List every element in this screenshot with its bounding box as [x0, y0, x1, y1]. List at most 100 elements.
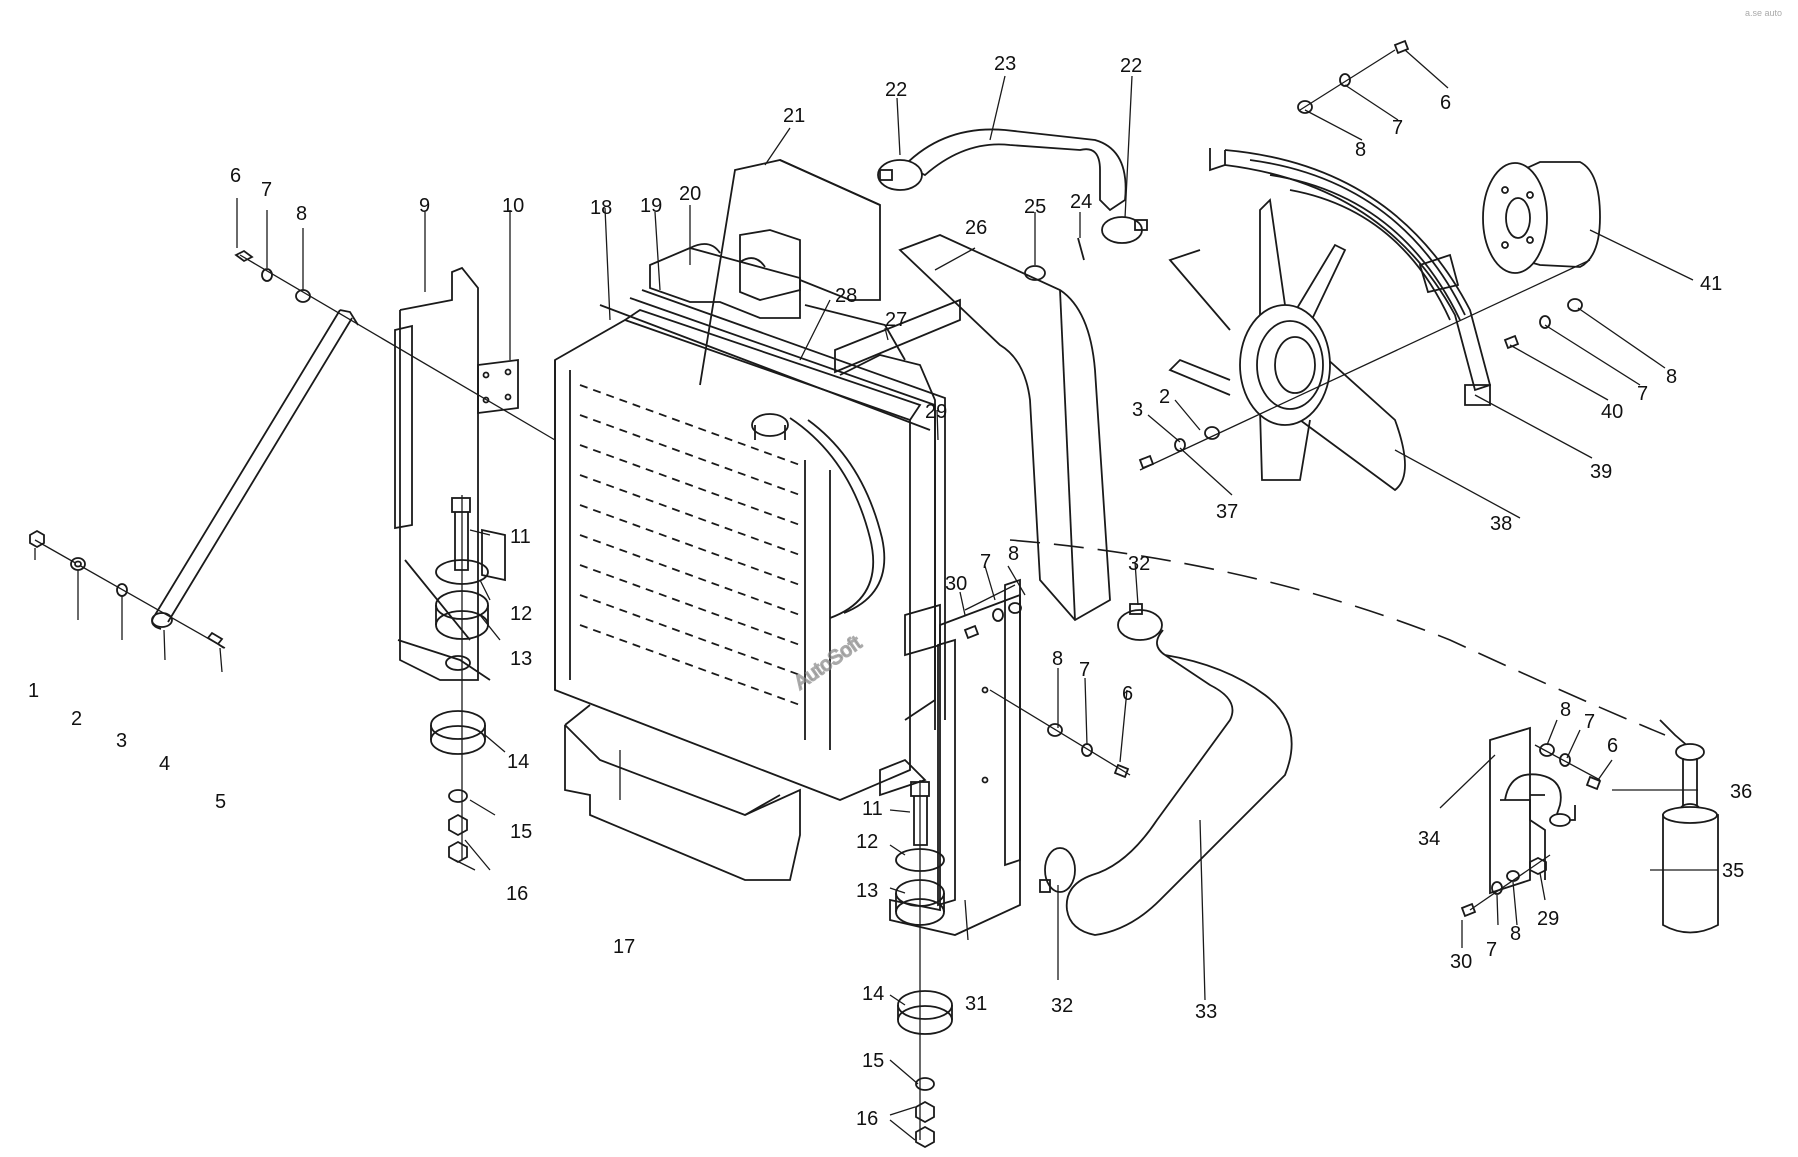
- callout-16: 16: [506, 883, 528, 905]
- callout-11: 11: [510, 526, 531, 548]
- callout-18: 18: [590, 197, 612, 219]
- callout-7g: 7: [1486, 939, 1497, 961]
- callout-29b: 29: [1537, 908, 1559, 930]
- callout-21: 21: [783, 105, 805, 127]
- callout-25: 25: [1024, 196, 1046, 218]
- washer-part-15b: [915, 1077, 935, 1091]
- hose-clamp-part-22: [877, 159, 923, 191]
- bolt-head-part-11b: [910, 781, 930, 797]
- filter-group: [1460, 719, 1719, 934]
- callout-23: 23: [994, 53, 1016, 75]
- bolt-part-30b: [1460, 902, 1477, 918]
- callout-8: 8: [296, 203, 307, 225]
- callout-8b: 8: [1008, 543, 1019, 565]
- fan-group: [1138, 39, 1601, 492]
- filter-stem-part-36: [1682, 758, 1698, 808]
- callout-8c: 8: [1355, 139, 1366, 161]
- washer-part-12b: [895, 848, 945, 872]
- callout-5: 5: [215, 791, 226, 813]
- lower-hose-group: [1039, 603, 1293, 936]
- callout-11b: 11: [862, 798, 883, 820]
- callout-31: 31: [965, 993, 987, 1015]
- filter-bracket-part-34: [1489, 726, 1531, 895]
- callout-15b: 15: [862, 1050, 884, 1072]
- bolt-part-5: [206, 631, 225, 649]
- callout-34: 34: [1418, 828, 1440, 850]
- callout-38: 38: [1490, 513, 1512, 535]
- radiator-fins: [579, 384, 801, 706]
- nut-part-1: [29, 529, 45, 549]
- lock-washer-part-7: [261, 268, 273, 282]
- right-bracket-group: [879, 578, 1131, 1149]
- callout-26: 26: [965, 217, 987, 239]
- callout-7b: 7: [980, 551, 991, 573]
- callout-9: 9: [419, 195, 430, 217]
- left-isolator-stack: [430, 495, 506, 864]
- callout-36: 36: [1730, 781, 1752, 803]
- fan-guard-part-39: [1464, 384, 1491, 406]
- callout-8g: 8: [1510, 923, 1521, 945]
- callout-6c: 6: [1122, 683, 1133, 705]
- nut-part-16b: [915, 1100, 935, 1124]
- bolt-head-part-11: [451, 497, 471, 513]
- callout-19: 19: [640, 195, 662, 217]
- callout-6b: 6: [1440, 92, 1451, 114]
- bolt-part-30: [963, 624, 980, 640]
- radiator-core-part-18: [554, 319, 911, 801]
- plate-part-20: [649, 243, 801, 319]
- bolt-part-37: [1138, 454, 1155, 470]
- callout-41: 41: [1700, 273, 1722, 295]
- callout-14b: 14: [862, 983, 884, 1005]
- pulley-part-41: [1482, 161, 1601, 274]
- hose-clamp-part-32a: [1117, 609, 1163, 641]
- callout-15: 15: [510, 821, 532, 843]
- isolator-part-14b: [897, 990, 953, 1020]
- callout-7c: 7: [1392, 117, 1403, 139]
- callout-1: 1: [28, 680, 39, 702]
- callout-13: 13: [510, 648, 532, 670]
- callout-12b: 12: [856, 831, 878, 853]
- lower-shroud-part-17: [564, 704, 801, 881]
- stay-rod-group: [29, 309, 359, 649]
- callout-22b: 22: [1120, 55, 1142, 77]
- callout-29: 29: [925, 401, 947, 423]
- filter-canister-part-35: [1662, 814, 1719, 934]
- hose-clamp-part-32b: [1044, 847, 1076, 893]
- callout-20: 20: [679, 183, 701, 205]
- radiator-core-group: [554, 289, 946, 801]
- upper-hose-part-23: [903, 128, 1127, 212]
- watermark-text: AutoSoft: [790, 632, 866, 694]
- leader-lines: [34, 49, 1718, 1141]
- plate-part-10: [477, 358, 519, 415]
- washer-part-12: [435, 559, 489, 585]
- callout-4: 4: [159, 753, 170, 775]
- callout-10: 10: [502, 195, 524, 217]
- callout-8f: 8: [1560, 699, 1571, 721]
- callout-labels: 1 2 3 4 5 6 7 8 9 10 11 12 13 14 15 16 1…: [28, 53, 1752, 1130]
- callout-8e: 8: [1052, 648, 1063, 670]
- callout-7f: 7: [1584, 711, 1595, 733]
- callout-7: 7: [261, 179, 272, 201]
- callout-27: 27: [885, 309, 907, 331]
- fan-part-38: [1168, 198, 1406, 492]
- callout-3b: 3: [1132, 399, 1143, 421]
- bolt-part-40: [1503, 334, 1520, 350]
- stay-rod-part-4: [151, 309, 359, 630]
- callout-30: 30: [945, 573, 967, 595]
- callout-12: 12: [510, 603, 532, 625]
- callout-6: 6: [230, 165, 241, 187]
- nut-part-29b: [1529, 856, 1547, 876]
- callout-28: 28: [835, 285, 857, 307]
- callout-7e: 7: [1079, 659, 1090, 681]
- left-bracket-group: [234, 249, 556, 681]
- filler-cap: [751, 413, 789, 437]
- callout-14: 14: [507, 751, 529, 773]
- callout-7d: 7: [1637, 383, 1648, 405]
- callout-6d: 6: [1607, 735, 1618, 757]
- callout-37: 37: [1216, 501, 1238, 523]
- radiator-hose-small: [789, 417, 875, 619]
- callout-24: 24: [1070, 191, 1092, 213]
- callout-8d: 8: [1666, 366, 1677, 388]
- side-shroud-part-26: [898, 234, 1111, 622]
- upper-hose-group: [877, 128, 1148, 281]
